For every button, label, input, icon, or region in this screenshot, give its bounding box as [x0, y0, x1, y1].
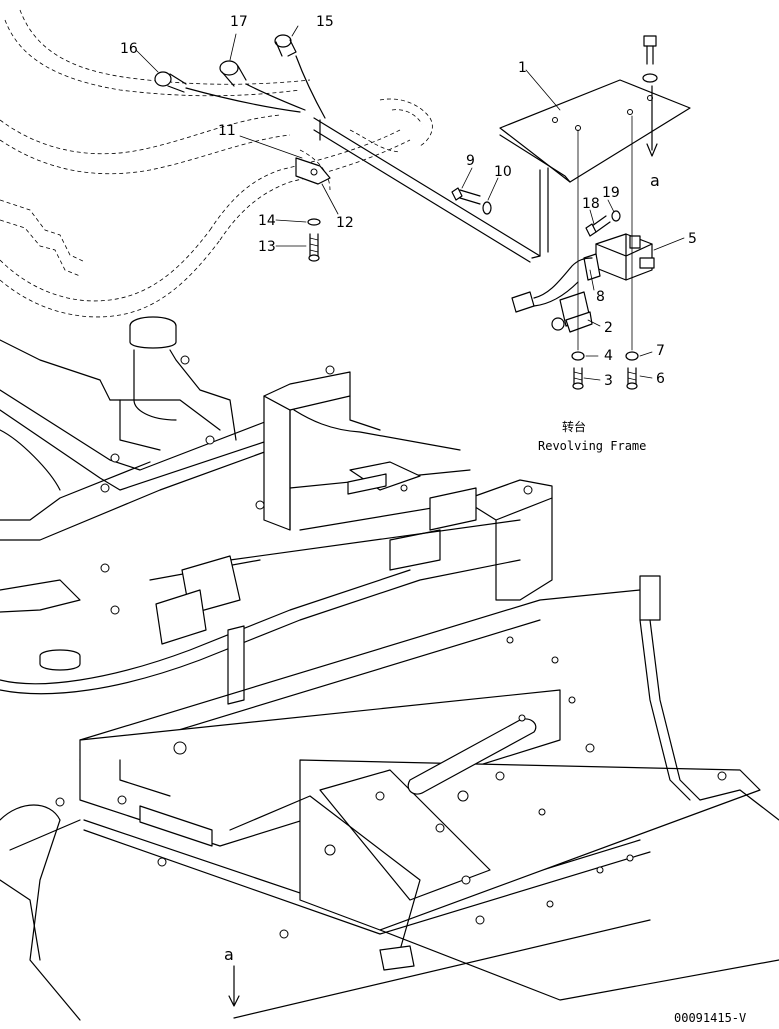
callout-9: 9: [466, 153, 475, 169]
bolt-9: [451, 187, 481, 205]
callouts: 1 2 3 4 5 6 7 8 9 10 11 12 13 14 15 16 1…: [120, 14, 697, 389]
bolt-top: [642, 35, 658, 157]
callout-11: 11: [218, 123, 236, 139]
callout-10: 10: [494, 164, 512, 180]
callout-14: 14: [258, 213, 276, 229]
bracket-1: [499, 79, 691, 259]
clamp-12: [295, 157, 331, 185]
callout-6: 6: [656, 371, 665, 387]
callout-13: 13: [258, 239, 276, 255]
washer-10: [482, 201, 492, 215]
callout-12: 12: [336, 215, 354, 231]
callout-18: 18: [582, 196, 600, 212]
callout-16: 16: [120, 41, 138, 57]
callout-1: 1: [518, 60, 527, 76]
view-label-bottom: a: [224, 945, 234, 964]
callout-3: 3: [604, 373, 613, 389]
harness-outline: [0, 9, 433, 318]
frame-label-cn: 转台: [562, 419, 586, 434]
relay-5: [595, 233, 655, 281]
washer-14: [307, 218, 321, 226]
connector-16: [154, 71, 187, 93]
callout-2: 2: [604, 320, 613, 336]
callout-8: 8: [596, 289, 605, 305]
connector-15: [274, 34, 297, 57]
frame-label-en: Revolving Frame: [538, 439, 646, 453]
clamp-8: [583, 253, 601, 281]
connector-17: [219, 60, 247, 87]
switch-connector: [511, 257, 593, 313]
revolving-frame: [0, 316, 779, 1021]
callout-5: 5: [688, 231, 697, 247]
drawing-code: 00091415-V: [674, 1011, 746, 1025]
callout-4: 4: [604, 348, 613, 364]
view-arrow-bottom: [228, 919, 651, 1019]
washer-7: [625, 351, 639, 361]
callout-7: 7: [656, 343, 665, 359]
bolt-3: [572, 367, 584, 390]
mount-axis-lines: [577, 115, 633, 351]
leader-lines: [135, 25, 685, 381]
screw-18: [585, 215, 611, 237]
washer-19: [611, 210, 621, 222]
callout-17: 17: [230, 14, 248, 30]
harness-lines: [185, 55, 541, 263]
callout-19: 19: [602, 185, 620, 201]
callout-15: 15: [316, 14, 334, 30]
bolt-6: [626, 367, 638, 390]
washer-4: [571, 351, 585, 361]
bolt-13: [308, 233, 320, 262]
switch-2: [551, 291, 593, 333]
view-label-top: a: [650, 171, 660, 190]
